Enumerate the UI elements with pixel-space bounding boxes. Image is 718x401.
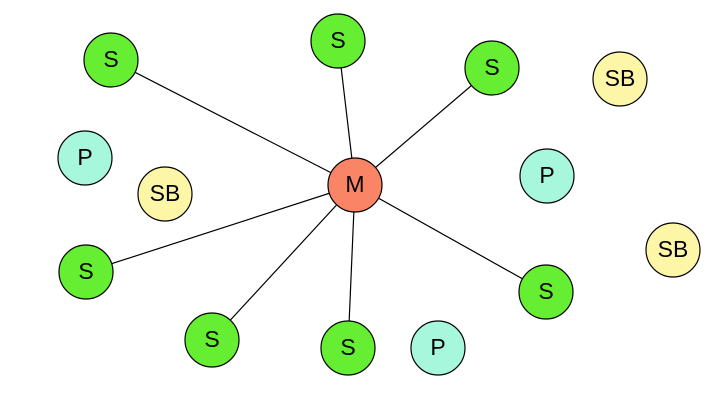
node-label: M [345, 171, 364, 197]
node-s6: S [320, 320, 376, 376]
node-sb3: SB [645, 222, 701, 278]
node-circle-slave [310, 13, 366, 69]
node-circle-peer [410, 320, 466, 376]
node-s7: S [518, 264, 574, 320]
nodes-layer: M S S S S S S S P P P SB SB SB [57, 13, 701, 376]
node-s5: S [184, 312, 240, 368]
node-label: SB [658, 236, 689, 262]
node-circle-standby [137, 166, 193, 222]
node-label: P [539, 162, 554, 188]
node-circle-slave [464, 40, 520, 96]
edge-master-s7 [354, 184, 547, 293]
node-circle-slave [320, 320, 376, 376]
node-circle-slave [518, 264, 574, 320]
node-circle-peer [519, 148, 575, 204]
node-sb1: SB [592, 51, 648, 107]
node-label: S [204, 326, 219, 352]
node-circle-slave [58, 244, 114, 300]
node-circle-peer [57, 130, 113, 186]
node-s3: S [464, 40, 520, 96]
node-label: S [484, 54, 499, 80]
node-s2: S [310, 13, 366, 69]
node-s4: S [58, 244, 114, 300]
edge-master-s4 [85, 184, 356, 273]
node-circle-standby [592, 51, 648, 107]
node-p1: P [57, 130, 113, 186]
edge-master-s1 [110, 59, 356, 186]
node-label: SB [605, 65, 636, 91]
node-label: P [77, 144, 92, 170]
node-label: S [538, 278, 553, 304]
node-circle-standby [645, 222, 701, 278]
node-label: S [340, 334, 355, 360]
node-p2: P [519, 148, 575, 204]
node-label: P [430, 334, 445, 360]
node-s1: S [83, 32, 139, 88]
node-circle-slave [83, 32, 139, 88]
node-label: S [78, 258, 93, 284]
node-circle-slave [184, 312, 240, 368]
edge-master-s5 [211, 184, 356, 341]
node-master: M [327, 157, 383, 213]
node-label: SB [150, 180, 181, 206]
node-label: S [103, 46, 118, 72]
node-circle-master [327, 157, 383, 213]
edge-master-s3 [354, 67, 493, 186]
node-p3: P [410, 320, 466, 376]
node-label: S [330, 27, 345, 53]
node-sb2: SB [137, 166, 193, 222]
